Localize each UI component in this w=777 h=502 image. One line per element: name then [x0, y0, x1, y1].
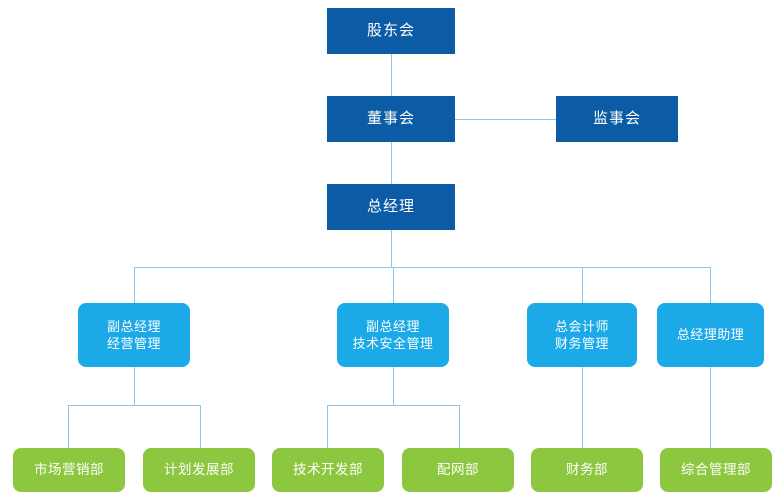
connector-management-bus — [134, 267, 711, 268]
connector-chief-accountant-to-finance — [582, 367, 583, 448]
node-planning-dept[interactable]: 计划发展部 — [143, 448, 255, 492]
node-chief-accountant[interactable]: 总会计师 财务管理 — [527, 303, 637, 367]
node-distribution-dept-label: 配网部 — [437, 462, 479, 478]
node-tech-dev-dept-label: 技术开发部 — [293, 462, 363, 478]
connector-bus-to-tech-dev — [327, 405, 328, 448]
node-deputy-gm-business-line2: 经营管理 — [106, 336, 161, 351]
connector-bus-to-chief-accountant — [582, 267, 583, 303]
node-chief-accountant-line1: 总会计师 — [554, 318, 609, 334]
node-shareholders[interactable]: 股东会 — [327, 8, 455, 54]
node-finance-dept[interactable]: 财务部 — [531, 448, 643, 492]
node-finance-dept-label: 财务部 — [566, 462, 608, 478]
node-tech-dev-dept[interactable]: 技术开发部 — [272, 448, 384, 492]
connector-shareholders-to-board — [391, 54, 392, 96]
node-deputy-gm-business[interactable]: 副总经理 经营管理 — [78, 303, 190, 367]
connector-general-manager-stem — [391, 230, 392, 267]
connector-gm-assistant-to-general-admin — [710, 367, 711, 448]
node-marketing-dept[interactable]: 市场营销部 — [13, 448, 125, 492]
connector-bus-to-dgm-business — [134, 267, 135, 303]
node-deputy-gm-tech-safety-line1: 副总经理 — [365, 318, 420, 334]
node-board-of-directors[interactable]: 董事会 — [327, 96, 455, 142]
node-gm-assistant[interactable]: 总经理助理 — [657, 303, 764, 367]
node-general-manager[interactable]: 总经理 — [327, 184, 455, 230]
connector-bus-to-dgm-tech-safety — [393, 267, 394, 303]
connector-bus-to-marketing — [68, 405, 69, 448]
node-chief-accountant-line2: 财务管理 — [554, 336, 609, 351]
connector-bus-to-distribution — [459, 405, 460, 448]
connector-dgm-tech-safety-bus — [327, 405, 460, 406]
connector-board-to-supervisors — [455, 119, 556, 120]
connector-bus-to-planning — [200, 405, 201, 448]
connector-dgm-business-stem — [134, 367, 135, 405]
node-distribution-dept[interactable]: 配网部 — [402, 448, 514, 492]
connector-bus-to-gm-assistant — [710, 267, 711, 303]
node-board-of-supervisors-label: 监事会 — [592, 110, 641, 128]
connector-board-to-general-manager — [391, 142, 392, 184]
node-board-of-directors-label: 董事会 — [366, 110, 415, 128]
connector-dgm-business-bus — [68, 405, 201, 406]
node-planning-dept-label: 计划发展部 — [164, 462, 234, 478]
connector-dgm-tech-safety-stem — [393, 367, 394, 405]
node-board-of-supervisors[interactable]: 监事会 — [556, 96, 678, 142]
node-general-manager-label: 总经理 — [366, 198, 415, 216]
node-general-admin-dept[interactable]: 综合管理部 — [660, 448, 772, 492]
node-shareholders-label: 股东会 — [366, 22, 415, 40]
node-deputy-gm-tech-safety-line2: 技术安全管理 — [352, 336, 434, 351]
node-gm-assistant-line1: 总经理助理 — [676, 327, 745, 343]
node-deputy-gm-tech-safety[interactable]: 副总经理 技术安全管理 — [337, 303, 449, 367]
node-general-admin-dept-label: 综合管理部 — [681, 462, 751, 478]
node-marketing-dept-label: 市场营销部 — [34, 462, 104, 478]
node-deputy-gm-business-line1: 副总经理 — [106, 318, 161, 334]
